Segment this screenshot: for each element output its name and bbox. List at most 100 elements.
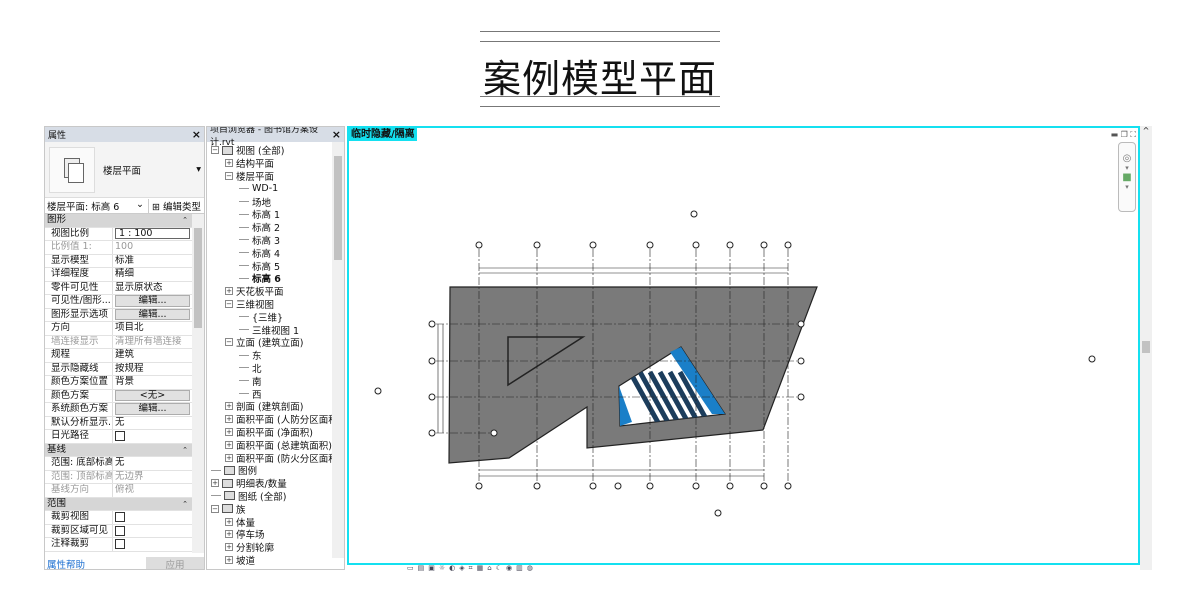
- close-icon[interactable]: ×: [331, 128, 341, 141]
- browser-tree-item[interactable]: +明细表/数量: [207, 477, 344, 490]
- property-edit-button[interactable]: 编辑...: [115, 308, 190, 320]
- edit-type-button[interactable]: ⊞ 编辑类型: [149, 199, 204, 213]
- browser-tree-item[interactable]: +天花板平面: [207, 285, 344, 298]
- property-edit-button[interactable]: <无>: [115, 389, 190, 401]
- viewport-scrollbar[interactable]: ^: [1140, 126, 1152, 570]
- browser-tree-item[interactable]: +面积平面 (总建筑面积): [207, 438, 344, 452]
- collapse-icon[interactable]: −: [225, 171, 233, 180]
- restore-icon[interactable]: ❐: [1120, 130, 1128, 139]
- minimize-icon[interactable]: ▬: [1110, 130, 1119, 139]
- property-input[interactable]: 1 : 100: [115, 227, 190, 239]
- browser-tree-item[interactable]: 西: [207, 387, 344, 401]
- temp-hide-icon[interactable]: ☾: [495, 565, 506, 571]
- collapse-icon[interactable]: −: [225, 338, 233, 347]
- collapse-icon[interactable]: −: [211, 146, 219, 155]
- maximize-icon[interactable]: ⛶: [1130, 130, 1136, 139]
- property-value[interactable]: 无: [115, 416, 125, 428]
- properties-scrollbar[interactable]: [192, 214, 204, 553]
- render-icon[interactable]: ◈: [459, 565, 469, 571]
- expand-icon[interactable]: +: [225, 159, 233, 168]
- browser-tree-item[interactable]: −三维视图: [207, 298, 344, 311]
- browser-tree-item[interactable]: +分割轮廓: [207, 541, 344, 554]
- dropdown-arrow-icon[interactable]: ▾: [196, 164, 201, 175]
- expand-icon[interactable]: +: [225, 517, 233, 526]
- browser-tree-item[interactable]: 标高 5: [207, 259, 344, 273]
- expand-icon[interactable]: +: [225, 427, 233, 436]
- property-checkbox[interactable]: [115, 539, 125, 549]
- collapse-icon[interactable]: −: [211, 504, 219, 513]
- instance-selector[interactable]: 楼层平面: 标高 6⌄: [45, 198, 149, 213]
- browser-tree-item[interactable]: +体量: [207, 515, 344, 529]
- property-value[interactable]: 精细: [115, 268, 135, 279]
- property-value[interactable]: 显示原状态: [115, 281, 163, 293]
- browser-tree-item[interactable]: +停车场: [207, 528, 344, 541]
- collapse-icon[interactable]: ⌃: [182, 499, 188, 508]
- property-value[interactable]: 按规程: [115, 362, 144, 374]
- browser-tree-item[interactable]: −族: [207, 502, 344, 516]
- shadows-icon[interactable]: ◐: [449, 565, 460, 571]
- expand-icon[interactable]: +: [225, 402, 233, 411]
- scrollbar-thumb[interactable]: [194, 228, 202, 328]
- browser-tree-item[interactable]: 三维视图 1: [207, 323, 344, 337]
- property-value[interactable]: 建筑: [115, 349, 135, 360]
- browser-tree-item[interactable]: +结构平面: [207, 157, 344, 170]
- crop-icon[interactable]: ⌗: [468, 565, 477, 571]
- browser-tree-item[interactable]: +面积平面 (防火分区面积: [207, 451, 344, 465]
- zoom-region-icon[interactable]: ■: [1122, 172, 1132, 183]
- property-checkbox[interactable]: [115, 525, 125, 536]
- expand-icon[interactable]: +: [225, 555, 233, 564]
- sun-path-icon[interactable]: ☼: [438, 565, 450, 571]
- browser-tree-item[interactable]: 北: [207, 362, 344, 375]
- expand-icon[interactable]: +: [211, 479, 219, 488]
- browser-tree-item[interactable]: WD-1: [207, 182, 344, 195]
- property-group-header[interactable]: 基线⌃: [45, 443, 192, 457]
- browser-tree-item[interactable]: 图例: [207, 464, 344, 477]
- browser-tree-item[interactable]: −立面 (建筑立面): [207, 336, 344, 349]
- type-selector[interactable]: 楼层平面 ▾: [45, 142, 204, 198]
- navigation-bar[interactable]: ◎ ▾ ■ ▾: [1118, 142, 1136, 212]
- browser-tree-item[interactable]: 标高 6: [207, 272, 344, 285]
- property-value[interactable]: 项目北: [115, 322, 144, 333]
- crop-visible-icon[interactable]: ▦: [476, 565, 488, 571]
- highlight-icon[interactable]: ◍: [526, 565, 537, 571]
- expand-icon[interactable]: +: [225, 530, 233, 539]
- browser-tree-item[interactable]: +坡道: [207, 554, 344, 567]
- expand-icon[interactable]: +: [225, 543, 233, 552]
- window-controls[interactable]: ▬ ❐ ⛶: [1111, 130, 1136, 140]
- browser-tree-item[interactable]: 东: [207, 349, 344, 362]
- analysis-icon[interactable]: ▥: [516, 565, 527, 571]
- steering-wheel-icon[interactable]: ◎: [1122, 153, 1132, 164]
- apply-button[interactable]: 应用: [146, 557, 204, 569]
- property-value[interactable]: 背景: [115, 376, 135, 387]
- property-value[interactable]: 无: [115, 457, 125, 468]
- browser-tree-item[interactable]: +面积平面 (人防分区面积: [207, 413, 344, 426]
- scale-icon[interactable]: ▭: [407, 565, 418, 571]
- browser-tree-item[interactable]: 标高 1: [207, 208, 344, 221]
- browser-tree-item[interactable]: 场地: [207, 195, 344, 209]
- close-icon[interactable]: ×: [191, 128, 201, 141]
- detail-level-icon[interactable]: ▤: [417, 565, 429, 571]
- property-checkbox[interactable]: [115, 431, 125, 441]
- browser-tree-item[interactable]: +剖面 (建筑剖面): [207, 400, 344, 413]
- browser-tree-item[interactable]: +面积平面 (净面积): [207, 426, 344, 439]
- collapse-icon[interactable]: ⌃: [182, 216, 188, 224]
- property-group-header[interactable]: 范围⌃: [45, 497, 192, 511]
- scrollbar-thumb[interactable]: [334, 156, 342, 260]
- scrollbar-thumb[interactable]: [1142, 341, 1150, 353]
- browser-tree-item[interactable]: −视图 (全部): [207, 144, 344, 157]
- expand-icon[interactable]: +: [225, 415, 233, 424]
- property-group-header[interactable]: 图形⌃: [45, 214, 192, 228]
- reveal-hidden-icon[interactable]: ◉: [505, 565, 517, 571]
- lock-3d-icon[interactable]: ⌂: [487, 565, 496, 571]
- property-checkbox[interactable]: [115, 512, 125, 522]
- browser-tree-item[interactable]: −楼层平面: [207, 170, 344, 183]
- collapse-icon[interactable]: ⌃: [182, 445, 188, 454]
- browser-tree-item[interactable]: {三维}: [207, 310, 344, 324]
- property-edit-button[interactable]: 编辑...: [115, 403, 190, 415]
- property-value[interactable]: 标准: [115, 254, 135, 266]
- expand-icon[interactable]: +: [225, 453, 233, 462]
- browser-tree-item[interactable]: 标高 4: [207, 246, 344, 260]
- expand-icon[interactable]: +: [225, 440, 233, 449]
- expand-icon[interactable]: +: [225, 287, 233, 296]
- browser-scrollbar[interactable]: [332, 142, 344, 558]
